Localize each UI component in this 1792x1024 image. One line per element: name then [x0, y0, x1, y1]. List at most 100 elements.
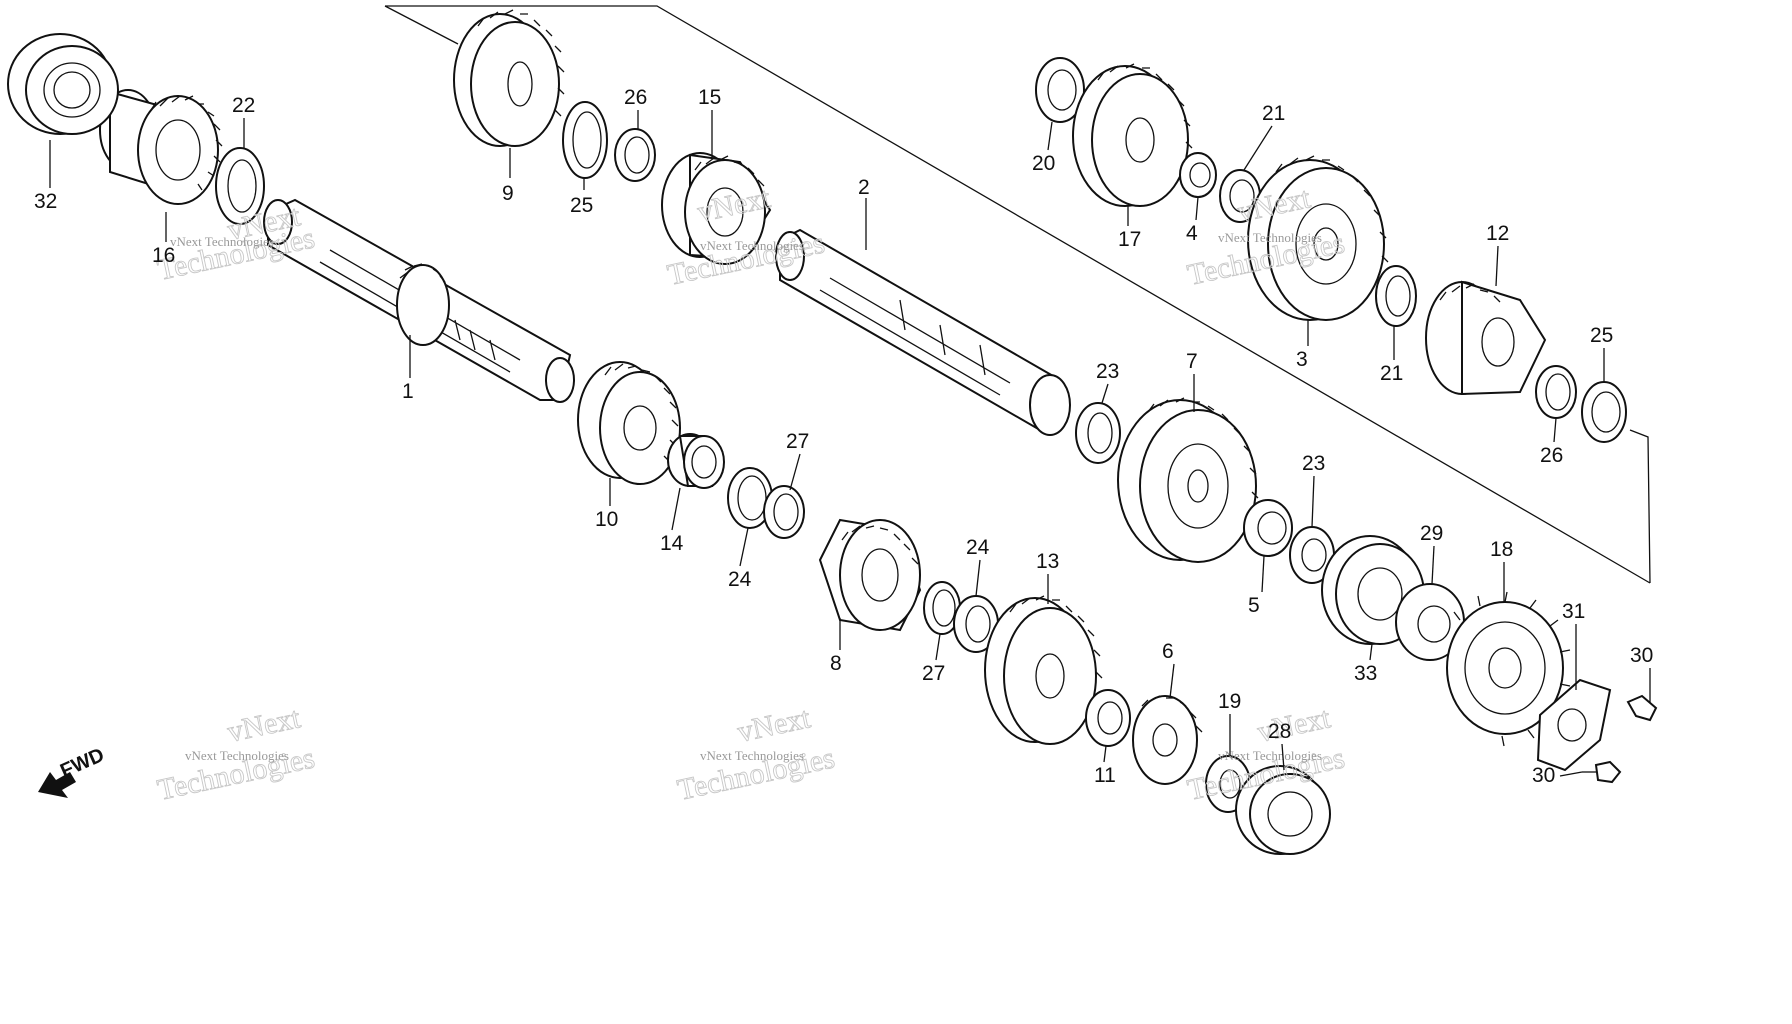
callout-p30a: 30	[1630, 644, 1653, 667]
clip-25-right	[1581, 381, 1627, 443]
leader-line-p29	[1431, 545, 1435, 585]
callout-p21a: 21	[1262, 102, 1285, 125]
gear-15	[661, 152, 772, 265]
callout-p14: 14	[660, 532, 684, 555]
main-shaft	[263, 198, 575, 403]
clip-26-right	[1535, 365, 1577, 419]
assembly-outline	[384, 5, 1651, 584]
callout-p8: 8	[830, 652, 842, 675]
callout-p33: 33	[1354, 662, 1377, 685]
callout-p7: 7	[1186, 350, 1198, 373]
callout-p13: 13	[1036, 550, 1059, 573]
svg-text:vNext: vNext	[735, 701, 814, 749]
gear-6	[1132, 695, 1203, 785]
svg-text:vNext Technologies: vNext Technologies	[1218, 748, 1322, 763]
callout-p11: 11	[1094, 764, 1116, 787]
callout-p16: 16	[152, 244, 175, 267]
bushing-14	[667, 433, 725, 489]
leader-line-p5	[1261, 555, 1265, 593]
callouts: 1234567891011121314151617181920212122232…	[34, 86, 1653, 787]
callout-p4: 4	[1186, 222, 1198, 245]
gear-17	[1072, 63, 1193, 207]
svg-text:vNext: vNext	[225, 701, 304, 749]
leader-line-p14	[671, 487, 681, 531]
leader-line-p24b	[975, 559, 981, 597]
washer-21-upper	[1219, 169, 1261, 223]
gear-10	[577, 361, 681, 485]
callout-p24a: 24	[728, 568, 752, 591]
bushing-5	[1243, 499, 1293, 557]
bushing-11	[1085, 689, 1131, 747]
callout-p20: 20	[1032, 152, 1055, 175]
leader-line-p12	[1495, 245, 1499, 287]
callout-p9: 9	[502, 182, 514, 205]
fwd-label: FWD	[57, 744, 108, 783]
leader-line-p33	[1369, 643, 1373, 661]
callout-p17: 17	[1118, 228, 1141, 251]
watermark-1: vNext Technologies vNext Technologies	[154, 199, 318, 288]
washer-20	[1035, 57, 1085, 123]
svg-text:vNext Technologies: vNext Technologies	[185, 748, 289, 763]
callout-p30b: 30	[1532, 764, 1555, 787]
leader-line-p27b	[935, 633, 941, 661]
svg-text:vNext Technologies: vNext Technologies	[700, 748, 804, 763]
washer-23-left	[1075, 402, 1121, 464]
callout-p26b: 26	[1540, 444, 1563, 467]
gear-13	[984, 595, 1103, 745]
leader-line-p4	[1195, 196, 1199, 221]
counter-shaft	[775, 228, 1071, 436]
callout-p32: 32	[34, 190, 57, 213]
gear-3	[1247, 155, 1389, 321]
leader-line-p27a	[789, 453, 801, 491]
svg-text:vNext Technologies: vNext Technologies	[170, 234, 274, 249]
washer-21-lower	[1375, 265, 1417, 327]
gear-7	[1117, 397, 1259, 563]
clip-26-upper	[614, 128, 656, 182]
gear-16	[99, 89, 223, 205]
callout-p1: 1	[402, 380, 414, 403]
bearing-28	[1235, 765, 1331, 855]
gear-12	[1425, 280, 1547, 396]
leader-line-p21a	[1243, 125, 1273, 171]
callout-p28: 28	[1268, 720, 1291, 743]
callout-p25b: 25	[1590, 324, 1613, 347]
callout-p23a: 23	[1096, 360, 1119, 383]
callout-p18: 18	[1490, 538, 1513, 561]
sprocket-18	[1446, 591, 1571, 747]
clip-25-upper	[562, 101, 608, 179]
washer-22	[215, 147, 265, 225]
callout-p3: 3	[1296, 348, 1308, 371]
callout-p5: 5	[1248, 594, 1260, 617]
leader-line-p23a	[1101, 383, 1109, 404]
plate-31	[1536, 678, 1612, 772]
callout-p25a: 25	[570, 194, 593, 217]
leader-line-p23b	[1311, 475, 1315, 528]
leader-line-p24a	[739, 527, 749, 567]
fwd-arrow-icon: FWD	[38, 744, 108, 798]
callout-p22: 22	[232, 94, 255, 117]
leader-line-p30b	[1559, 771, 1583, 777]
leader-line-p6	[1169, 663, 1175, 699]
callout-p24b: 24	[966, 536, 990, 559]
watermark-5: vNext Technologies vNext Technologies	[674, 701, 838, 808]
leader-line-p20	[1047, 121, 1053, 151]
callout-p6: 6	[1162, 640, 1174, 663]
bolt-30-upper	[1626, 685, 1658, 722]
callout-p26a: 26	[624, 86, 647, 109]
bearing-32	[7, 33, 119, 135]
callout-p21b: 21	[1380, 362, 1403, 385]
callout-p10: 10	[595, 508, 618, 531]
svg-text:vNext Technologies: vNext Technologies	[700, 238, 804, 253]
bushing-4	[1179, 152, 1217, 198]
callout-p12: 12	[1486, 222, 1509, 245]
leader-line-p26b	[1553, 417, 1557, 443]
callout-p15: 15	[698, 86, 721, 109]
svg-text:vNext Technologies: vNext Technologies	[1218, 230, 1322, 245]
callout-p23b: 23	[1302, 452, 1325, 475]
gear-8	[818, 518, 922, 632]
gear-9	[453, 9, 565, 147]
callout-p29: 29	[1420, 522, 1443, 545]
leader-line-p28	[1281, 743, 1285, 771]
callout-p27a: 27	[786, 430, 809, 453]
